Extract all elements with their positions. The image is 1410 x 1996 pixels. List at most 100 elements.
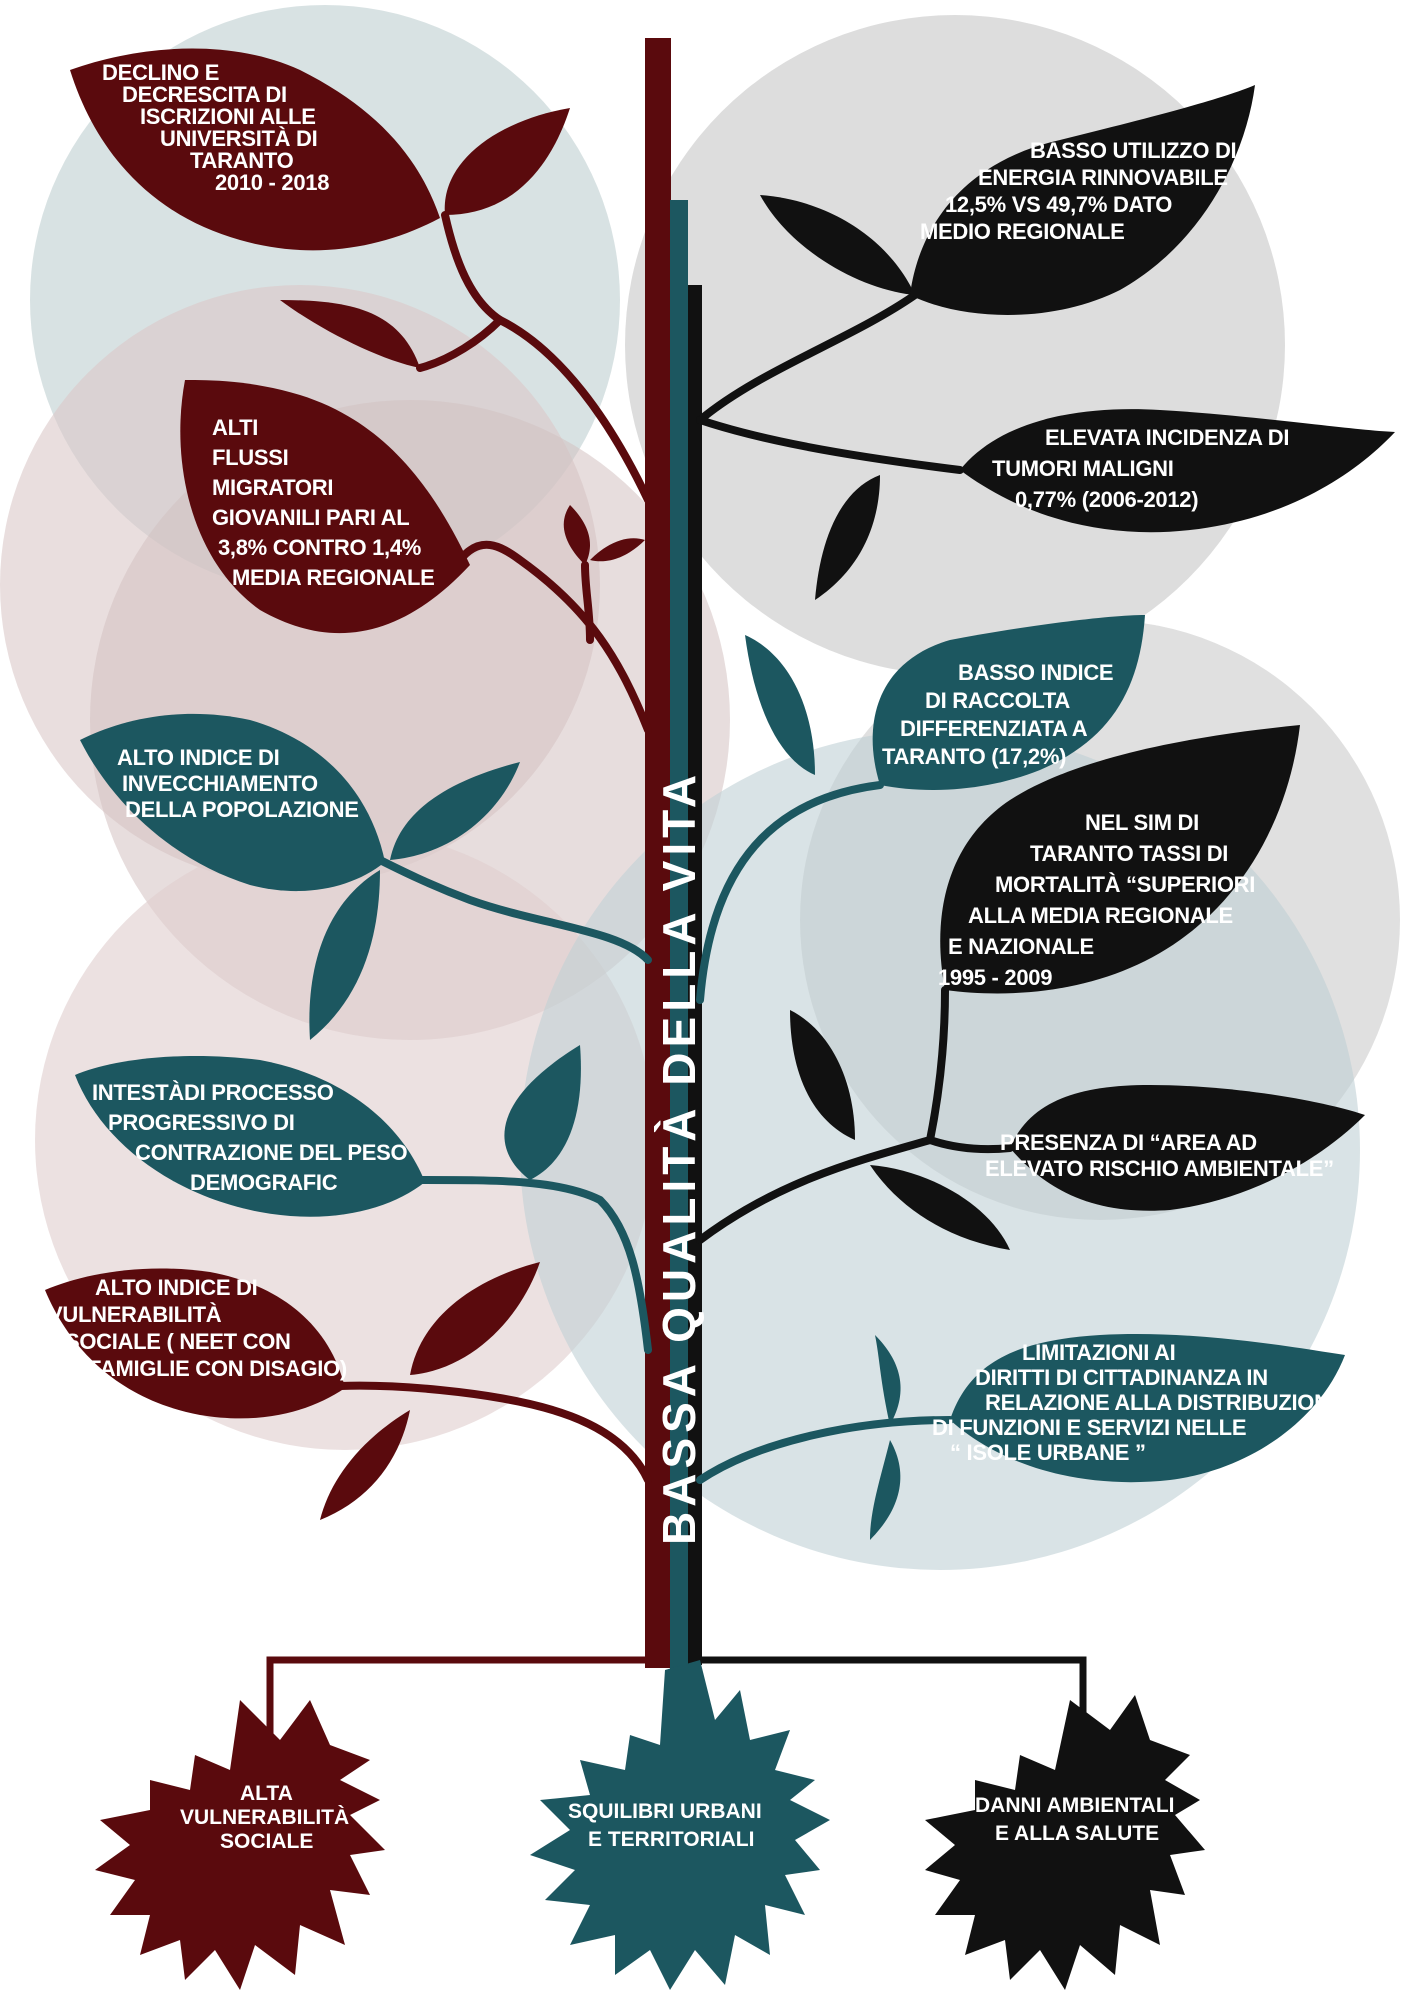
stem-university-leaf <box>416 316 504 372</box>
text-migration-line: GIOVANILI PARI AL <box>212 505 409 530</box>
text-mortality-line: E NAZIONALE <box>948 934 1094 959</box>
right-stems <box>696 291 1014 1484</box>
text-contraction-line: INTESTÀDI PROCESSO <box>92 1080 334 1105</box>
text-university-line: DECLINO E <box>102 60 219 85</box>
leaf-small-maroon-1 <box>444 108 570 215</box>
stem-vulnerability <box>336 1381 652 1484</box>
leaf-aging <box>80 713 385 892</box>
text-mortality-line: MORTALITÀ “SUPERIORI <box>995 872 1255 897</box>
text-risk-line: ELEVATO RISCHIO AMBIENTALE” <box>985 1156 1334 1181</box>
trunk-maroon <box>645 38 671 1668</box>
left-stems <box>336 211 652 1484</box>
leaf-small-maroon-5 <box>410 1262 540 1375</box>
text-energy-line: BASSO UTILIZZO DI <box>1030 138 1236 163</box>
text-tumors-line: ELEVATA INCIDENZA DI <box>1045 425 1289 450</box>
text-contraction-line: PROGRESSIVO DI <box>108 1110 295 1135</box>
root-environment-shape <box>925 1695 1205 1990</box>
text-contraction-line: CONTRAZIONE DEL PESO <box>135 1140 407 1165</box>
text-migration-line: MIGRATORI <box>212 475 333 500</box>
stem-aging <box>376 856 652 964</box>
stem-citizenship <box>696 1416 954 1484</box>
leaf-university <box>70 48 440 251</box>
text-migration-line: ALTI <box>212 415 258 440</box>
text-migration: ALTI FLUSSI MIGRATORI GIOVANILI PARI AL 3,8%… <box>212 415 434 590</box>
leaf-small-maroon-6 <box>320 1410 410 1520</box>
root-environment-label: DANNI AMBIENTALI E ALLA SALUTE <box>975 1794 1174 1845</box>
text-recycling-line: TARANTO (17,2%) <box>882 744 1066 769</box>
stem-migration-sprout <box>581 561 594 644</box>
connector-environment <box>695 1656 1087 1735</box>
leaf-small-black-3 <box>790 1010 855 1140</box>
text-contraction: INTESTÀDI PROCESSO PROGRESSIVO DI CONTRAZI… <box>92 1080 407 1195</box>
stem-mortality <box>696 986 949 1244</box>
big-leaves <box>45 48 1395 1483</box>
text-university-line: TARANTO <box>190 148 294 173</box>
root-urban-shape <box>530 1660 830 1990</box>
leaf-small-teal-2 <box>309 870 380 1040</box>
leaf-mortality <box>940 725 1300 994</box>
text-citizenship-line: LIMITAZIONI AI <box>1022 1340 1175 1365</box>
stem-university <box>441 211 652 504</box>
leaf-small-maroon-2 <box>280 300 420 368</box>
root-social-label-line: VULNERABILITÀ <box>180 1806 349 1829</box>
text-vulnerability-line: FAMIGLIE CON DISAGIO) <box>88 1356 347 1381</box>
leaf-small-teal-3 <box>504 1045 581 1180</box>
stem-recycling <box>696 781 884 1004</box>
leaf-vulnerability <box>45 1268 345 1419</box>
text-energy-line: MEDIO REGIONALE <box>920 219 1125 244</box>
leaf-contraction <box>75 1055 425 1217</box>
text-university-line: DECRESCITA DI <box>122 82 287 107</box>
leaf-recycling <box>872 615 1145 790</box>
stem-tumors <box>696 416 964 474</box>
text-citizenship-line: DIRITTI DI CITTADINANZA IN <box>975 1365 1268 1390</box>
root-social-label-line: SOCIALE <box>220 1830 313 1853</box>
text-mortality-line: NEL SIM DI <box>1085 810 1199 835</box>
text-mortality-line: TARANTO TASSI DI <box>1030 841 1228 866</box>
text-contraction-line: DEMOGRAFIC <box>190 1170 338 1195</box>
text-university-line: ISCRIZIONI ALLE <box>140 104 316 129</box>
text-aging-line: DELLA POPOLAZIONE <box>125 797 359 822</box>
root-environment-label-line: DANNI AMBIENTALI <box>975 1794 1174 1817</box>
stem-contraction <box>416 1176 652 1354</box>
text-recycling-line: DI RACCOLTA <box>925 688 1070 713</box>
leaf-small-teal-6 <box>870 1440 901 1540</box>
text-university-line: 2010 - 2018 <box>215 170 329 195</box>
text-migration-line: 3,8% CONTRO 1,4% <box>218 535 421 560</box>
trunk <box>645 38 702 1750</box>
leaf-small-black-1 <box>760 195 915 295</box>
leaf-small-teal-4 <box>745 635 815 775</box>
text-aging-line: INVECCHIAMENTO <box>122 771 318 796</box>
text-mortality: NEL SIM DI TARANTO TASSI DI MORTALITÀ “SUP… <box>938 810 1255 990</box>
leaf-energy <box>910 85 1255 315</box>
text-vulnerability-line: ALTO INDICE DI <box>95 1275 257 1300</box>
text-university-line: UNIVERSITÀ DI <box>160 126 317 151</box>
text-vulnerability-line: VULNERABILITÀ <box>48 1302 222 1327</box>
root-social-shape <box>95 1700 385 1990</box>
leaf-small-teal-5 <box>875 1335 901 1425</box>
leaf-risk <box>1010 1085 1365 1211</box>
text-migration-line: FLUSSI <box>212 445 288 470</box>
root-social-label-line: ALTA <box>240 1782 293 1805</box>
text-mortality-line: 1995 - 2009 <box>938 965 1052 990</box>
text-recycling-line: BASSO INDICE <box>958 660 1113 685</box>
text-migration-line: MEDIA REGIONALE <box>232 565 434 590</box>
stem-migration <box>456 540 652 734</box>
root-environment-label-line: E ALLA SALUTE <box>995 1822 1159 1845</box>
connector-social <box>266 1656 655 1735</box>
trunk-teal <box>670 200 688 1750</box>
leaf-small-black-4 <box>870 1165 1010 1250</box>
leaf-small-maroon-4 <box>590 538 645 562</box>
